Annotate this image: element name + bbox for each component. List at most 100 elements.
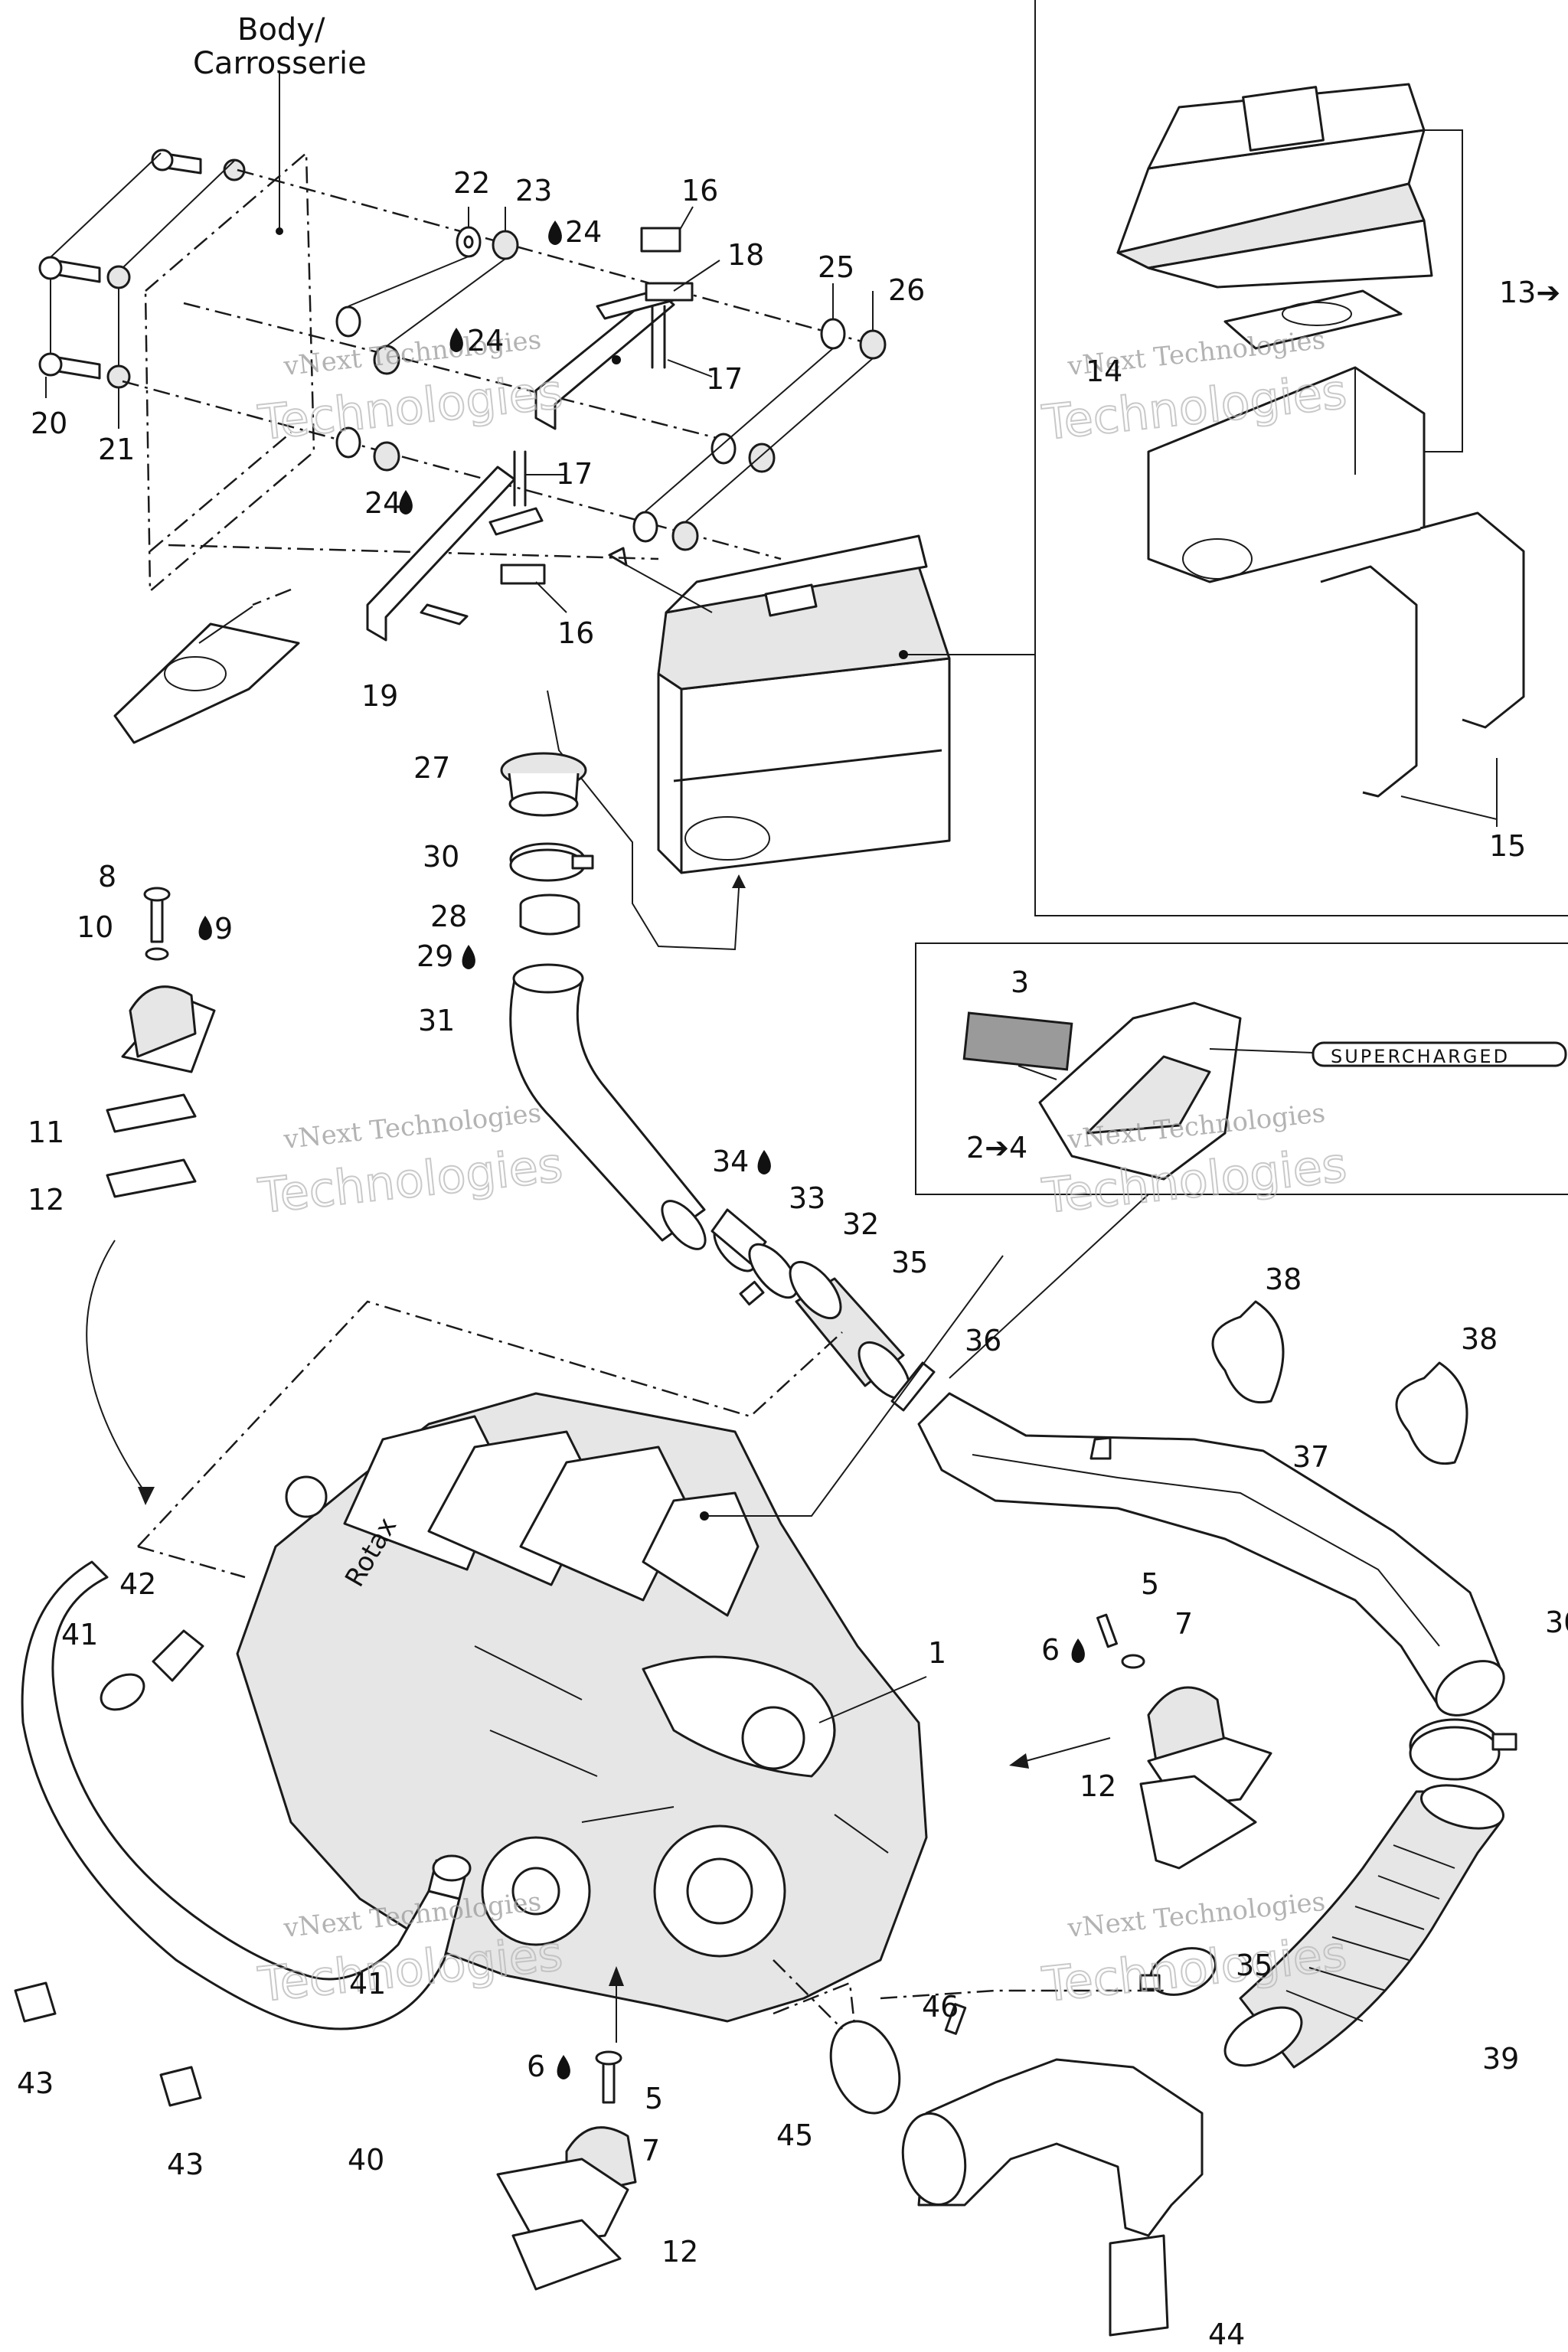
callout-22: 22: [453, 166, 490, 200]
fittings-41-42: [14, 1629, 472, 2107]
clamp-30-right: [1409, 1718, 1517, 1781]
callout-35a: 35: [891, 1246, 928, 1279]
callout-43a: 43: [17, 2066, 54, 2100]
callout-21: 21: [98, 433, 135, 466]
inset-frame-airbox: [1034, 0, 1568, 916]
callout-30b: 30: [1545, 1606, 1568, 1639]
callout-7a: 7: [1174, 1607, 1193, 1641]
watermark-3: vNext Technologies Technologies: [255, 1098, 567, 1225]
callout-40: 40: [348, 2143, 384, 2177]
callout-6a: 6: [1041, 1633, 1060, 1667]
callout-30a: 30: [423, 840, 459, 874]
drop-icon: [399, 490, 413, 514]
clips-16-17: [500, 206, 720, 613]
callout-34: 34: [712, 1145, 749, 1178]
callout-5a: 5: [1141, 1567, 1159, 1601]
drop-icon: [449, 328, 463, 352]
mount-right: [1009, 1613, 1272, 1870]
boot-27: [500, 752, 587, 817]
clips-38: [1211, 1300, 1468, 1465]
drop-icon: [1071, 1638, 1085, 1663]
body-label-line2: Carrosserie: [193, 46, 367, 81]
callout-7b: 7: [642, 2134, 660, 2167]
callout-3: 3: [1011, 965, 1029, 999]
callout-11: 11: [28, 1116, 64, 1149]
callout-38a: 38: [1265, 1263, 1302, 1296]
callout-31: 31: [418, 1004, 455, 1037]
callout-5b: 5: [645, 2082, 663, 2115]
drop-icon: [198, 916, 212, 940]
route-line-decal: [949, 1194, 1149, 1379]
body-label-line1: Body/: [237, 12, 325, 47]
mount-bottom: [496, 1966, 637, 2291]
callout-25: 25: [818, 250, 854, 284]
flow-arrow-27: [547, 690, 740, 951]
inset-airbox-gasket: [1223, 289, 1403, 350]
callout-44: 44: [1208, 2318, 1245, 2351]
assembly-lines-top: [122, 168, 874, 606]
callout-38b: 38: [1461, 1322, 1498, 1356]
airbox-assembly: [608, 534, 1035, 874]
inset-airbox-lid: [1116, 83, 1463, 452]
callout-10: 10: [77, 910, 113, 944]
callout-39: 39: [1482, 2042, 1519, 2076]
drop-icon: [462, 945, 475, 969]
callout-12b: 12: [1080, 1769, 1116, 1803]
mount-top-left: [86, 887, 216, 1505]
bellows-39: [1223, 1784, 1505, 2069]
callout-8: 8: [98, 860, 116, 893]
callout-14: 14: [1086, 354, 1122, 388]
callout-17b: 17: [556, 457, 593, 491]
inset-decals: SUPERCHARGED: [962, 1001, 1567, 1181]
drop-icon: [557, 2055, 570, 2079]
callout-29: 29: [416, 939, 453, 973]
callout-19: 19: [361, 679, 398, 713]
gasket-plate: [113, 606, 300, 744]
callout-43b: 43: [167, 2148, 204, 2181]
callout-35b: 35: [1236, 1949, 1272, 1982]
route-line-outlet: [773, 1959, 1164, 2030]
inset-frame-decals: [915, 942, 1568, 1195]
sensor-36: [890, 1361, 936, 1412]
callout-24a: 24: [565, 215, 602, 249]
callout-1: 1: [928, 1636, 946, 1670]
callout-42: 42: [119, 1567, 156, 1601]
decal-supercharged: SUPERCHARGED: [1331, 1046, 1510, 1067]
callout-6b: 6: [527, 2050, 545, 2083]
callout-23: 23: [515, 174, 552, 207]
callout-12c: 12: [662, 2235, 698, 2269]
clamp-32: [739, 1243, 799, 1306]
flow-arrowhead-27: [732, 874, 746, 888]
callout-32: 32: [842, 1207, 879, 1241]
callout-18: 18: [727, 238, 764, 272]
watermark-1: vNext Technologies Technologies: [255, 325, 567, 452]
callout-27: 27: [413, 751, 450, 785]
drop-icon: [548, 220, 562, 245]
callout-20: 20: [31, 407, 67, 440]
bracket-19: [366, 466, 544, 642]
bolt-group-20-21: [38, 149, 246, 429]
duct-37: [917, 1392, 1505, 1717]
callout-9: 9: [214, 912, 233, 946]
callout-2-4: 2➔4: [966, 1131, 1027, 1165]
body-panel: [144, 70, 315, 593]
watermark-5: vNext Technologies Technologies: [255, 1886, 567, 2014]
washers-nuts-22-26: [335, 207, 887, 551]
callout-41b: 41: [349, 1967, 386, 2001]
clamp-30: [509, 842, 594, 882]
clamp-35-right: [1139, 1947, 1217, 1996]
callout-13: 13➔: [1499, 276, 1560, 309]
callout-24c: 24: [364, 486, 401, 520]
callout-12a: 12: [28, 1183, 64, 1217]
drop-icon: [757, 1150, 771, 1174]
callout-15: 15: [1489, 829, 1526, 863]
callout-17a: 17: [706, 362, 743, 396]
callout-41a: 41: [61, 1618, 98, 1651]
hose-31: [509, 963, 707, 1250]
coupler-35: [789, 1260, 911, 1400]
engine-block: Rotax: [236, 1255, 1004, 2023]
callout-26: 26: [888, 273, 925, 307]
callout-16b: 16: [557, 616, 594, 650]
callout-28: 28: [430, 900, 467, 933]
